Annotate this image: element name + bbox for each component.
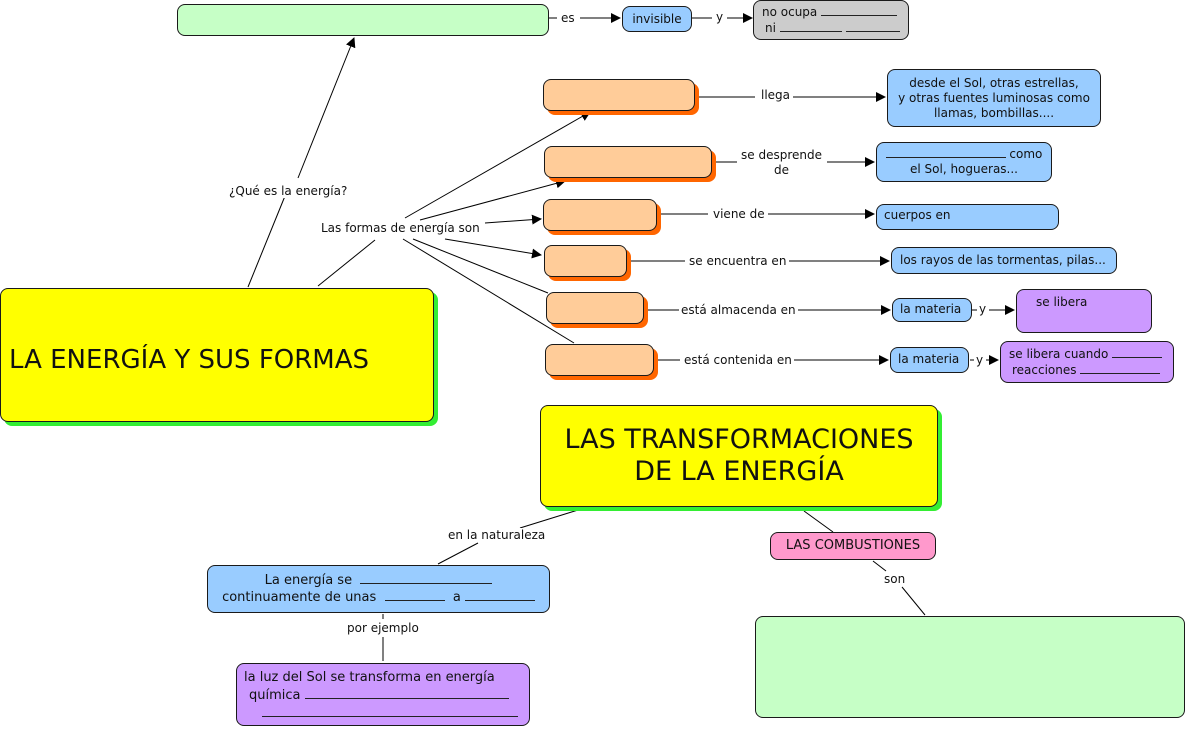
energy-form-box-6[interactable] <box>545 344 654 376</box>
link-label-viene-de: viene de <box>711 207 767 221</box>
link-naturaleza-energia <box>437 542 479 565</box>
transformations-topic: LAS TRANSFORMACIONES DE LA ENERGÍA <box>540 405 938 507</box>
como-line1: como <box>877 146 1051 162</box>
se-libera-node[interactable]: se libera <box>1016 289 1152 333</box>
main-topic-title: LA ENERGÍA Y SUS FORMAS <box>9 345 370 375</box>
link-label-contenida: está contenida en <box>682 353 794 367</box>
energia-se-line1: La energía se <box>208 572 549 589</box>
energy-form-box-2[interactable] <box>544 146 712 178</box>
desde-el-sol-node: desde el Sol, otras estrellas, y otras f… <box>887 69 1101 127</box>
blank-field[interactable] <box>464 589 535 601</box>
energy-form-box-4[interactable] <box>544 245 627 277</box>
blank-field[interactable] <box>304 687 509 699</box>
link-label-es: es <box>559 11 577 25</box>
desde-sol-line2: y otras fuentes luminosas como <box>898 91 1090 105</box>
energia-se-transforma-node[interactable]: La energía se continuamente de unas a <box>207 565 550 613</box>
blank-field[interactable] <box>1080 362 1161 374</box>
blank-field[interactable] <box>1112 346 1163 358</box>
quimica-text: química <box>249 688 301 703</box>
blank-field[interactable] <box>360 572 493 584</box>
link-label-y-2: y <box>977 302 989 316</box>
invisible-node: invisible <box>622 6 692 32</box>
energy-form-box-5[interactable] <box>546 292 644 324</box>
luz-sol-line3 <box>244 705 529 723</box>
link-formas-to-form1 <box>404 111 591 219</box>
luz-sol-line1: la luz del Sol se transforma en energía <box>244 670 495 685</box>
se-libera-cuando-line1: se libera cuando <box>1009 346 1173 362</box>
link-combustiones-son <box>872 560 887 572</box>
link-son-answer <box>901 586 926 616</box>
link-formas-to-form5 <box>412 238 549 294</box>
ni-text: ni <box>765 21 776 35</box>
transformations-title-line1: LAS TRANSFORMACIONES <box>564 424 914 455</box>
continuamente-text: continuamente de unas <box>222 590 377 605</box>
link-formas-to-form2 <box>419 178 566 221</box>
la-materia-node-2: la materia <box>890 347 969 373</box>
reacciones-line: reacciones <box>1009 362 1173 378</box>
la-materia-node-1: la materia <box>892 298 972 322</box>
link-main-to-formas <box>317 239 376 287</box>
link-label-se-encuentra: se encuentra en <box>687 254 789 268</box>
no-ocupa-text: no ocupa <box>762 5 818 19</box>
blank-field[interactable] <box>779 20 842 32</box>
blank-field[interactable] <box>845 20 900 32</box>
link-question-to-definition <box>297 37 356 179</box>
se-libera-cuando-node[interactable]: se libera cuando reacciones <box>1000 341 1174 383</box>
link-label-y-3: y <box>974 353 986 367</box>
link-label-son: son <box>882 572 908 586</box>
link-formas-to-form6 <box>402 238 575 344</box>
link-main-to-question <box>247 195 286 288</box>
blank-field[interactable] <box>885 146 1006 158</box>
energy-form-box-1[interactable] <box>543 79 695 111</box>
no-ocupa-node[interactable]: no ocupa ni <box>753 0 909 40</box>
link-formas-to-form4 <box>444 238 542 259</box>
combustiones-answer-box[interactable] <box>755 616 1185 718</box>
cuerpos-en-node[interactable]: cuerpos en <box>876 204 1059 230</box>
link-formas-to-form3 <box>484 214 542 225</box>
desde-sol-line1: desde el Sol, otras estrellas, <box>909 76 1079 90</box>
definition-answer-box[interactable] <box>177 4 549 36</box>
link-label-y: y <box>714 10 726 24</box>
blank-field[interactable] <box>821 4 898 16</box>
link-label-almacenada: está almacenda en <box>679 303 798 317</box>
rayos-node: los rayos de las tormentas, pilas... <box>891 247 1117 274</box>
main-topic-energia-formas: LA ENERGÍA Y SUS FORMAS <box>0 288 434 422</box>
como-line2: el Sol, hogueras... <box>910 162 1018 176</box>
link-label-que-es: ¿Qué es la energía? <box>227 184 350 198</box>
luz-del-sol-node[interactable]: la luz del Sol se transforma en energía … <box>236 663 530 726</box>
link-label-se-desprende-line2: de <box>773 163 789 177</box>
desde-sol-line3: llamas, bombillas.... <box>933 106 1055 120</box>
energia-se-text: La energía se <box>264 573 353 588</box>
link-label-formas-son: Las formas de energía son <box>319 221 482 235</box>
como-el-sol-node[interactable]: como el Sol, hogueras... <box>876 142 1052 182</box>
se-libera-cuando-text: se libera cuando <box>1009 347 1109 361</box>
reacciones-text: reacciones <box>1012 363 1077 377</box>
link-label-se-desprende-line1: se desprende <box>741 148 822 162</box>
blank-field[interactable] <box>262 705 518 717</box>
link-label-naturaleza: en la naturaleza <box>446 528 548 542</box>
link-transform-naturaleza <box>519 509 579 529</box>
energia-se-line2: continuamente de unas a <box>208 589 549 606</box>
link-transform-combustiones <box>803 510 834 533</box>
link-label-llega: llega <box>759 88 793 102</box>
no-ocupa-line2: ni <box>762 20 908 36</box>
luz-sol-line2: química <box>244 687 529 705</box>
no-ocupa-line1: no ocupa <box>762 4 908 20</box>
blank-field[interactable] <box>384 589 445 601</box>
transformations-title-line2: DE LA ENERGÍA <box>634 456 844 487</box>
energy-form-box-3[interactable] <box>543 199 657 231</box>
a-text: a <box>452 590 461 605</box>
como-text: como <box>1009 147 1043 161</box>
link-label-por-ejemplo: por ejemplo <box>345 621 421 635</box>
combustiones-node: LAS COMBUSTIONES <box>770 532 936 560</box>
